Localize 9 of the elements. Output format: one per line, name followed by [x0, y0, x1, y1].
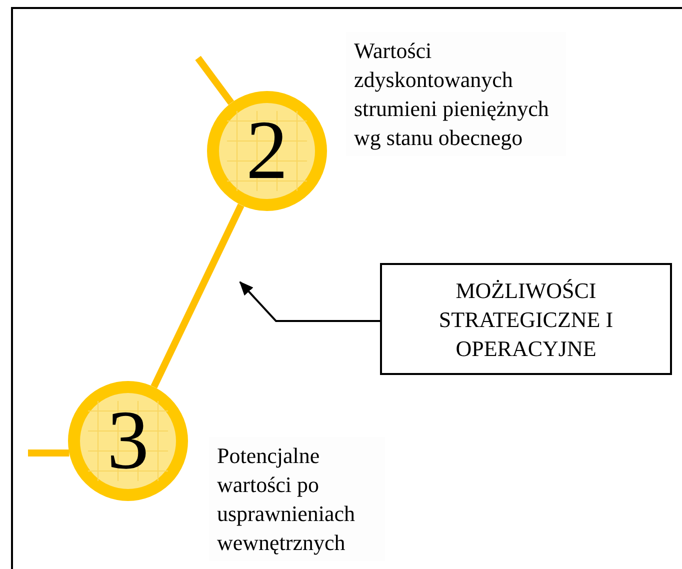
numbered-circle [68, 381, 188, 501]
connector-line [195, 56, 234, 105]
text-box: MOŻLIWOŚCI STRATEGICZNE I OPERACYJNE [380, 263, 672, 375]
leader-arrow [239, 281, 380, 322]
connector-line [28, 450, 70, 456]
circle-number: 2 [246, 109, 288, 193]
numbered-circle [207, 91, 327, 211]
circle-number: 3 [107, 399, 149, 483]
connector-line [150, 204, 244, 388]
